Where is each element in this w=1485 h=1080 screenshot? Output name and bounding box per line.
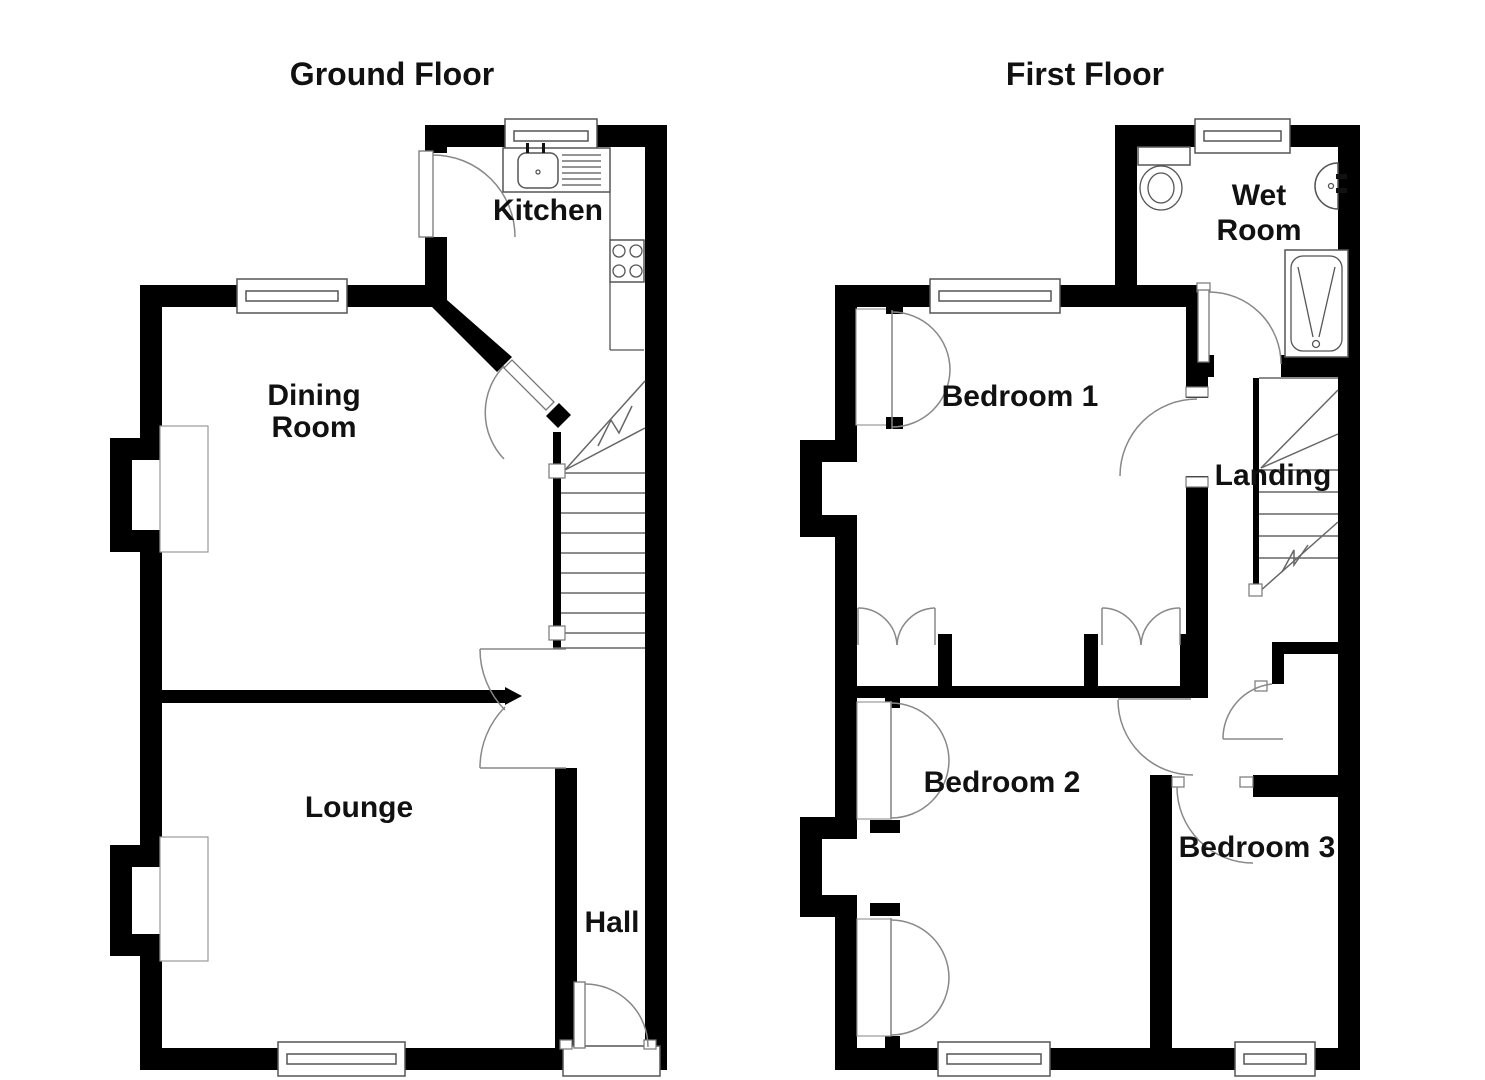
sink-icon <box>502 143 611 193</box>
room-label-lounge: Lounge <box>305 791 413 824</box>
bedroom2-window <box>937 1041 1051 1077</box>
room-label-dining-1: Dining <box>267 379 360 412</box>
wet-room-window <box>1194 118 1291 154</box>
first-floor-walls <box>800 125 1360 1070</box>
wet-room-door-swing <box>1196 282 1282 365</box>
ground-floor-title: Ground Floor <box>290 56 494 92</box>
room-label-bedroom2: Bedroom 2 <box>924 766 1081 799</box>
back-door-swing <box>418 150 516 238</box>
lounge-fireplace <box>159 836 209 962</box>
hob-icon <box>609 192 645 351</box>
landing-stairs-icon <box>1248 377 1339 597</box>
lounge-double-doors <box>479 648 566 769</box>
bedroom1-south-wardrobe-doors <box>857 607 1181 646</box>
bedroom2-door-swing <box>1117 698 1194 776</box>
basin-icon <box>1314 162 1347 210</box>
room-label-dining-2: Room <box>272 411 357 444</box>
bedroom2-wardrobe-doors <box>856 701 950 1037</box>
ground-floor-walls <box>110 125 667 1070</box>
room-label-kitchen: Kitchen <box>493 194 603 227</box>
ground-floor-plan: Ground Floor <box>110 56 667 1077</box>
bedroom3-door-swing <box>1171 776 1254 864</box>
bedroom1-door-swing <box>1119 386 1209 488</box>
dining-room-window <box>236 278 348 314</box>
landing-cupboard-door-swing <box>1222 680 1283 740</box>
room-label-hall: Hall <box>584 906 639 939</box>
kitchen-door-swing <box>484 359 555 460</box>
room-label-bedroom3: Bedroom 3 <box>1179 831 1336 864</box>
first-floor-title: First Floor <box>1006 56 1164 92</box>
bath-icon <box>1284 249 1349 358</box>
room-label-landing: Landing <box>1215 459 1332 492</box>
dining-fireplace <box>159 425 209 553</box>
lounge-window <box>277 1041 406 1077</box>
stairs-icon <box>548 380 646 649</box>
room-label-bedroom1: Bedroom 1 <box>942 380 1099 413</box>
bedroom3-window <box>1234 1041 1316 1077</box>
bedroom1-window <box>929 278 1061 314</box>
toilet-icon <box>1137 146 1191 211</box>
room-label-wet-1: Wet <box>1232 179 1286 212</box>
bedroom1-wardrobe-doors <box>855 302 951 429</box>
first-floor-plan: First Floor <box>800 56 1360 1077</box>
room-label-wet-2: Room <box>1217 214 1302 247</box>
front-door-swing <box>559 981 661 1077</box>
